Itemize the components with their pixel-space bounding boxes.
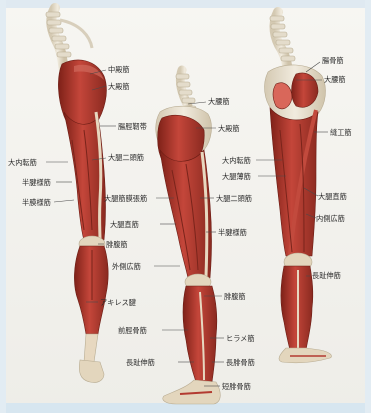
label-daitainitoukin-middle: 大腿二頭筋 — [216, 194, 252, 203]
label-chudenkin-left: 中殿筋 — [108, 65, 130, 74]
label-chokotsukin-right: 腸骨筋 — [322, 56, 344, 65]
label-hiramekin: ヒラメ筋 — [226, 334, 255, 343]
label-daiyokin-right: 大腰筋 — [324, 75, 346, 84]
label-daitaichokkin-middle: 大腿直筋 — [110, 220, 139, 229]
label-tanhikotsukin: 短腓骨筋 — [222, 382, 251, 391]
left-achilles-tendon — [84, 334, 98, 362]
label-choshishinkin-middle: 長趾伸筋 — [126, 358, 155, 367]
label-hifukukin-left: 腓腹筋 — [106, 240, 128, 249]
right-lower-leg — [281, 266, 313, 350]
label-chokotsukin-left: 腸脛靭帯 — [118, 122, 147, 131]
label-zenkeikotsukin: 前脛骨筋 — [118, 326, 147, 335]
label-dainaitenkin-left: 大内転筋 — [8, 158, 37, 167]
label-choshishinkin-right: 長趾伸筋 — [312, 271, 341, 280]
label-daitaichokkin-right: 大腿直筋 — [318, 192, 347, 201]
label-hanmakuyokin-left: 半膜様筋 — [22, 198, 51, 207]
label-daidenkin-left: 大殿筋 — [108, 82, 130, 91]
label-hankenyokin-left: 半腱様筋 — [22, 178, 51, 187]
label-hifukukin-middle: 腓腹筋 — [224, 292, 246, 301]
label-akiresuken: アキレス腱 — [100, 298, 136, 307]
label-dainaitenkin-right: 大内転筋 — [222, 156, 251, 165]
label-chohikotsukin: 長腓骨筋 — [226, 358, 255, 367]
left-gastrocnemius — [74, 246, 108, 334]
label-gaisokukokin: 外側広筋 — [112, 262, 141, 271]
label-daidenkin-middle: 大殿筋 — [218, 124, 240, 133]
middle-leg-figure — [156, 70, 221, 404]
label-daitainitoukin-left: 大腿二頭筋 — [108, 153, 144, 162]
label-naisokukokin: 内側広筋 — [316, 214, 345, 223]
left-heel — [79, 360, 104, 383]
label-daiyokin-middle: 大腰筋 — [208, 97, 230, 106]
label-hankenyokin-middle: 半腱様筋 — [218, 228, 247, 237]
label-hohokin: 縫工筋 — [330, 128, 352, 137]
label-daitaikinmakuchokin: 大腿筋膜張筋 — [104, 194, 147, 203]
label-daitaihakin: 大腿薄筋 — [222, 172, 251, 181]
left-leg-figure — [46, 8, 108, 383]
